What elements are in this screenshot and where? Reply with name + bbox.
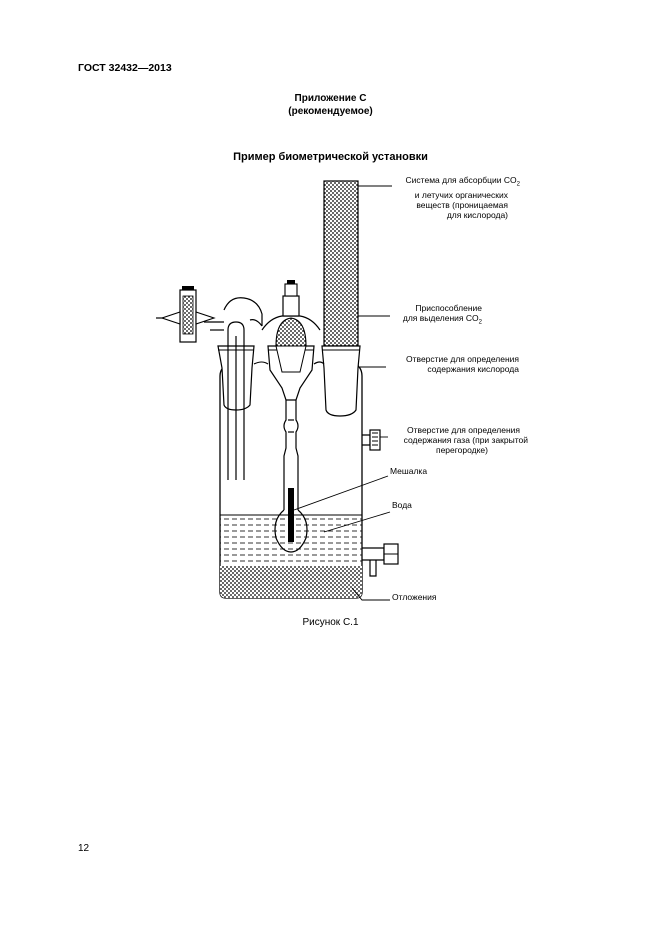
stirrer-bar [288,488,294,542]
filter-valve [156,286,216,343]
label-oxygen-port: Отверстие для определения содержания кис… [382,354,519,374]
page-number: 12 [78,843,90,854]
label-oxygen-line1: Отверстие для определения [406,354,519,364]
label-gas-port: Отверстие для определения содержания газ… [382,425,528,455]
label-absorber-sub: 2 [516,181,520,188]
label-gas-line3: перегородке) [435,445,488,455]
label-oxygen-line2: содержания кислорода [427,364,519,374]
co2-device [261,280,321,401]
label-water: Вода [392,500,412,510]
figure-caption: Рисунок С.1 [302,617,359,628]
standard-number: ГОСТ 32432—2013 [78,62,172,74]
drain-valve [362,543,399,577]
gas-port [362,429,381,451]
label-absorber: Система для абсорбции CO2 и летучих орга… [390,175,520,220]
column-joint [321,345,361,417]
inlet-tubes [204,297,263,480]
annex-header: Приложение С (рекомендуемое) [0,92,661,118]
label-absorber-line3: веществ (проницаемая [416,199,508,210]
label-absorber-line2: и летучих органических [414,189,508,200]
label-sediment: Отложения [392,592,437,602]
sediment-layer [220,566,362,598]
figure-title: Пример биометрической установки [233,151,428,163]
label-co2-device: Приспособление для выделения CO2 [385,303,482,328]
annex-status: (рекомендуемое) [288,106,373,117]
label-co2-sub: 2 [478,319,482,326]
label-co2-line2: для выделения CO [402,313,479,323]
label-co2-line1: Приспособление [415,303,482,313]
label-absorber-line4: для кислорода) [446,209,508,220]
label-gas-line2: содержания газа (при закрытой [403,435,528,445]
stirrer-tube [274,400,308,553]
label-absorber-line1: Система для абсорбции CO [405,175,517,185]
label-gas-line1: Отверстие для определения [407,425,520,435]
leader-lines [293,185,392,601]
label-stirrer: Мешалка [390,466,428,476]
annex-title: Приложение С [294,93,367,104]
absorber-column [323,180,359,347]
